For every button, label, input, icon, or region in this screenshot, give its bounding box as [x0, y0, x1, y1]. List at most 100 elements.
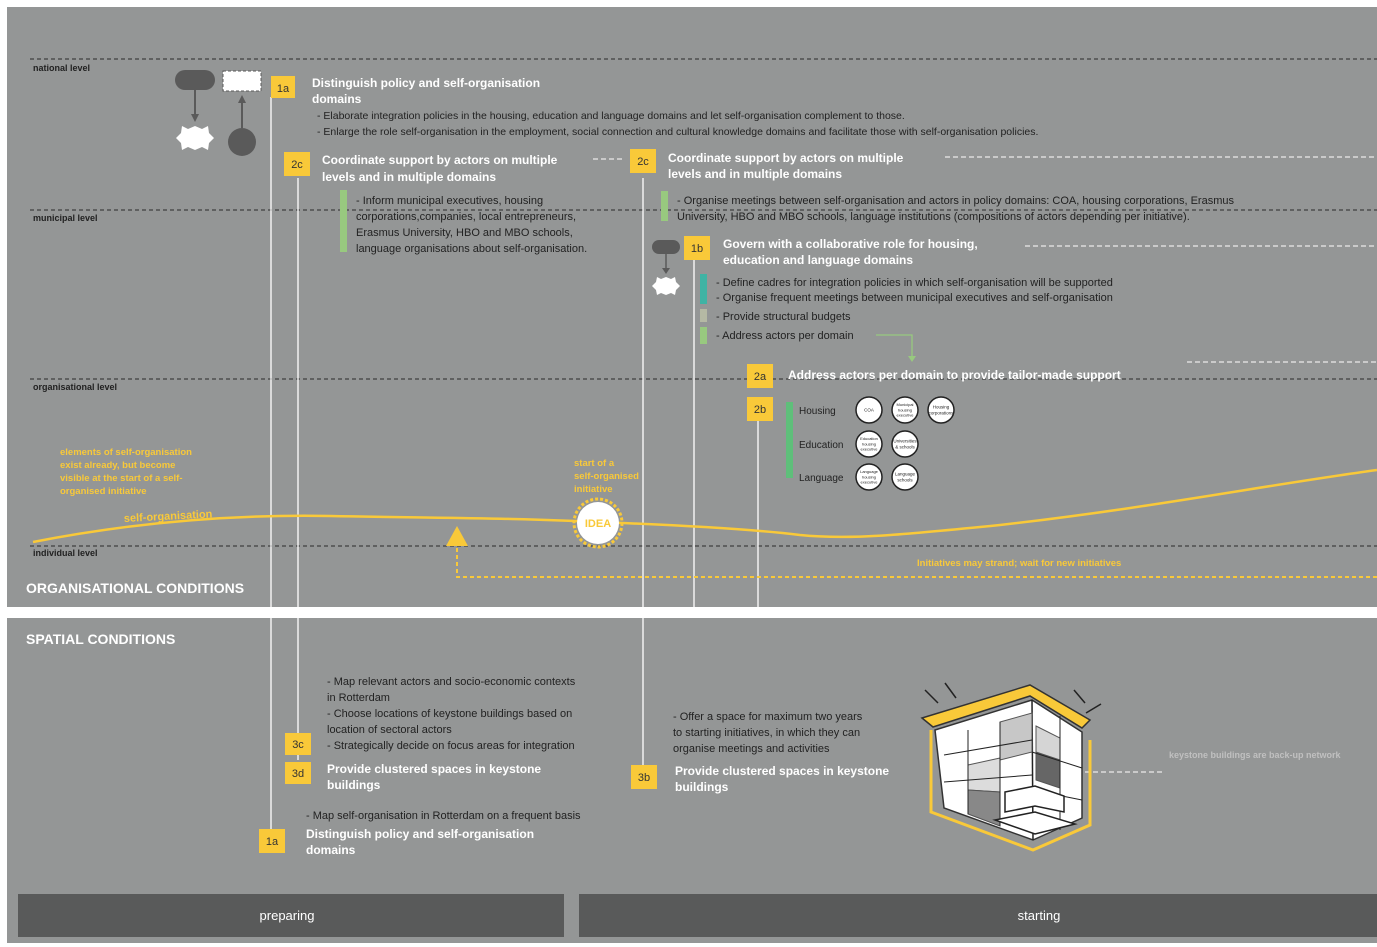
badge-2a [747, 364, 773, 388]
keystone-building-icon [920, 682, 1102, 852]
phase-bar-preparing [18, 894, 564, 937]
title-2c-left-line1: Coordinate support by actors on multiple [322, 153, 558, 167]
actor-circle [891, 430, 919, 458]
badge-1a-top-text: 1a [277, 83, 290, 95]
actor-label: housing [898, 407, 912, 412]
spatial-panel [7, 618, 1377, 943]
actor-label: corporations [929, 410, 955, 415]
badge-2c-right-text: 2c [637, 156, 649, 168]
badge-3c [285, 733, 311, 755]
bullet-1a-bottom: - Map self-organisation in Rotterdam on … [306, 810, 581, 822]
badge-2c-right [630, 149, 656, 173]
svg-text:IDEA: IDEA [585, 518, 611, 530]
domain-label-housing: Housing [799, 406, 836, 417]
bullet-3b-3: organise meetings and activities [673, 743, 830, 755]
domain-label-education: Education [799, 440, 843, 451]
bullet-3c-1: - Map relevant actors and socio-economic… [327, 676, 576, 688]
actor-circle [855, 463, 883, 491]
bullet-2c-right-1: - Organise meetings between self-organis… [677, 195, 1234, 207]
phase-label-starting: starting [1018, 908, 1061, 923]
badge-2c-left [284, 152, 310, 176]
policy-icon [175, 70, 262, 156]
bullet-2c-left-4: language organisations about self-organi… [356, 243, 587, 255]
organisational-conditions-title: ORGANISATIONAL CONDITIONS [26, 580, 244, 596]
title-3b-line1: Provide clustered spaces in keystone [675, 764, 889, 778]
badge-3c-text: 3c [292, 739, 304, 751]
elements-annotation-4: organised initiative [60, 486, 147, 497]
elements-annotation-1: elements of self-organisation [60, 447, 192, 458]
arrow-1b-to-2a [876, 334, 913, 358]
title-1a-top-line1: Distinguish policy and self-organisation [312, 76, 540, 90]
title-1a-bottom-line2: domains [306, 843, 356, 857]
actor-label: COA [864, 408, 874, 413]
bullet-2c-left-3: Erasmus University, HBO and MBO schools, [356, 227, 573, 239]
title-3d-line1: Provide clustered spaces in keystone [327, 762, 541, 776]
municipal-level-label: municipal level [33, 213, 98, 223]
badge-1b-text: 1b [691, 243, 703, 255]
actor-label: Housing [933, 405, 950, 410]
bullet-3c-2: in Rotterdam [327, 692, 390, 704]
actor-label: executive [897, 413, 915, 418]
actor-label: housing [862, 441, 876, 446]
start-annotation-3: initiative [574, 484, 613, 495]
bullet-2c-left-1: - Inform municipal executives, housing [356, 195, 543, 207]
badge-1a-bottom-text: 1a [266, 836, 279, 848]
actor-label: housing [862, 474, 876, 479]
title-1a-bottom-line1: Distinguish policy and self-organisation [306, 827, 534, 841]
bullet-3b-1: - Offer a space for maximum two years [673, 711, 863, 723]
actor-label: Language [895, 472, 916, 477]
elements-annotation-2: exist already, but become [60, 460, 175, 471]
title-3d-line2: buildings [327, 778, 381, 792]
bullet-1a-top-2: - Enlarge the role self-organisation in … [317, 126, 1038, 138]
badge-1b [684, 236, 710, 260]
self-organisation-curve [32, 468, 1377, 544]
actor-label: schools [897, 477, 913, 482]
green-bar-2b [786, 402, 793, 478]
municipal-policy-icon [652, 240, 680, 295]
keystone-annotation: keystone buildings are back-up network [1169, 750, 1342, 760]
bullet-1b-3: - Provide structural budgets [716, 311, 851, 323]
idea-burst: IDEA [572, 497, 624, 549]
bullet-2c-left-2: corporations,companies, local entreprene… [356, 211, 576, 223]
title-2c-right-line2: levels and in multiple domains [668, 167, 842, 181]
title-1a-top-line2: domains [312, 92, 362, 106]
spatial-conditions-title: SPATIAL CONDITIONS [26, 631, 175, 647]
strand-loop [456, 548, 1377, 578]
organisational-level-label: organisational level [33, 382, 117, 392]
bullet-2c-right-2: University, HBO and MBO schools, languag… [677, 211, 1190, 223]
badge-3d [285, 762, 311, 784]
title-3b-line2: buildings [675, 780, 729, 794]
bullet-3b-2: to starting initiatives, in which they c… [673, 727, 860, 739]
start-annotation-2: self-organised [574, 471, 639, 482]
actor-label: Municipal [897, 402, 914, 407]
start-annotation-1: start of a [574, 458, 615, 469]
badge-3b-text: 3b [638, 772, 650, 784]
badge-3b [631, 765, 657, 789]
actor-circle [855, 430, 883, 458]
actor-label: Universities [893, 439, 917, 444]
actor-circle [855, 396, 883, 424]
national-level-label: national level [33, 63, 90, 73]
arrow-1b-head [908, 356, 916, 362]
bullet-1b-1: - Define cadres for integration policies… [716, 277, 1113, 289]
phase-label-preparing: preparing [260, 908, 315, 923]
badge-2b [747, 397, 773, 421]
actor-label: executive [861, 480, 879, 485]
domain-label-language: Language [799, 473, 844, 484]
actor-circle [891, 396, 919, 424]
badge-3d-text: 3d [292, 768, 304, 780]
bullet-1b-2: - Organise frequent meetings between mun… [716, 292, 1113, 304]
title-1b-line1: Govern with a collaborative role for hou… [723, 237, 978, 251]
title-1b-line2: education and language domains [723, 253, 913, 267]
green-bar-1b [700, 327, 707, 344]
badge-2a-text: 2a [754, 371, 767, 383]
actor-label: & schools [895, 444, 915, 449]
title-2a: Address actors per domain to provide tai… [788, 368, 1121, 382]
bullet-1b-4: - Address actors per domain [716, 330, 854, 342]
bullet-3c-3: - Choose locations of keystone buildings… [327, 708, 572, 720]
individual-level-label: individual level [33, 548, 98, 558]
phase-bar-starting [579, 894, 1377, 937]
actor-label: executive [861, 447, 879, 452]
